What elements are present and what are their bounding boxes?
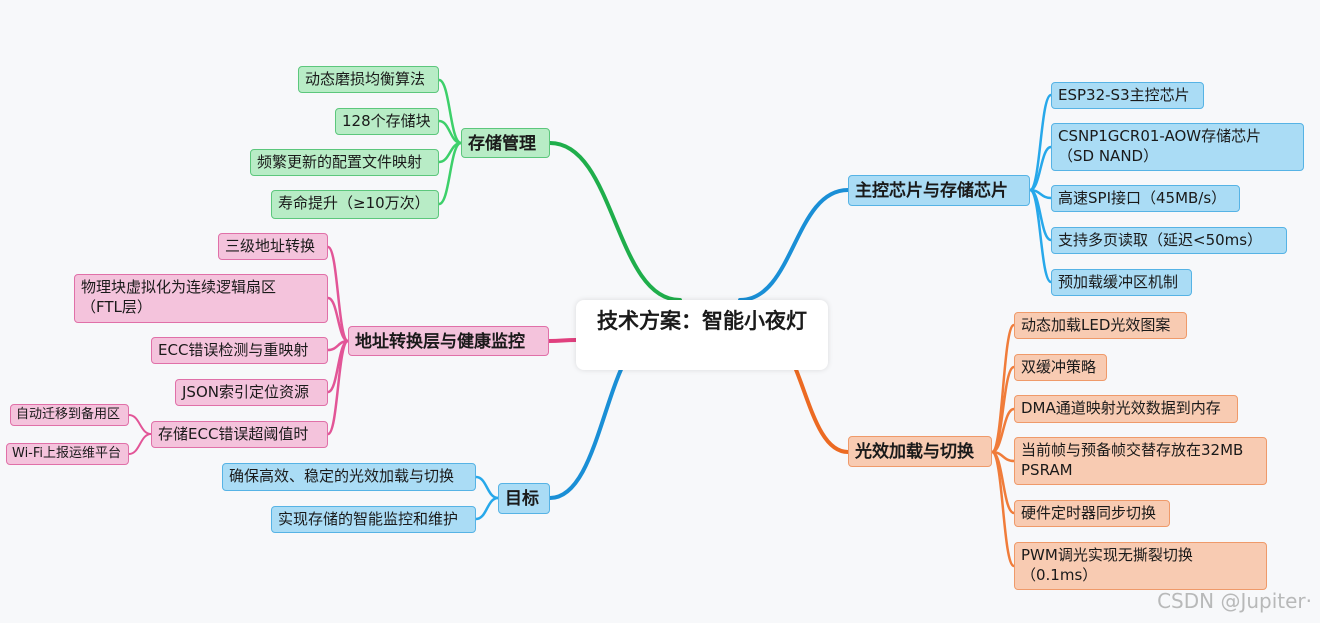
link-chip-1 xyxy=(1028,93,1053,192)
branch-address[interactable]: 地址转换层与健康监控 xyxy=(348,326,549,356)
link-root-storage xyxy=(548,141,682,302)
watermark: CSDN @Jupiter· xyxy=(1157,589,1312,613)
leaf-address-2[interactable]: 物理块虚拟化为连续逻辑扇区 （FTL层） xyxy=(74,274,328,323)
link-goal-2 xyxy=(474,496,500,521)
leaf-address-1[interactable]: 三级地址转换 xyxy=(218,233,328,260)
link-address-sub-2 xyxy=(128,433,152,455)
link-chip-5 xyxy=(1028,188,1053,284)
leaf-effect-5[interactable]: 硬件定时器同步切换 xyxy=(1014,500,1170,527)
subleaf-address-2[interactable]: Wi-Fi上报运维平台 xyxy=(6,443,129,465)
link-chip-2 xyxy=(1028,145,1053,192)
leaf-storage-1[interactable]: 动态磨损均衡算法 xyxy=(298,66,439,93)
branch-chip[interactable]: 主控芯片与存储芯片 xyxy=(848,175,1030,206)
leaf-goal-2[interactable]: 实现存储的智能监控和维护 xyxy=(271,506,476,533)
link-address-1 xyxy=(326,245,350,343)
leaf-effect-1[interactable]: 动态加载LED光效图案 xyxy=(1014,312,1187,339)
leaf-effect-2[interactable]: 双缓冲策略 xyxy=(1014,354,1107,381)
leaf-chip-3[interactable]: 高速SPI接口（45MB/s） xyxy=(1051,185,1240,212)
link-root-address xyxy=(547,338,578,343)
leaf-chip-2[interactable]: CSNP1GCR01-AOW存储芯片 （SD NAND） xyxy=(1051,123,1304,171)
leaf-storage-4[interactable]: 寿命提升（≥10万次） xyxy=(271,190,439,219)
branch-goal[interactable]: 目标 xyxy=(498,483,550,514)
leaf-storage-2[interactable]: 128个存储块 xyxy=(335,108,439,135)
leaf-goal-1[interactable]: 确保高效、稳定的光效加载与切换 xyxy=(222,463,476,491)
leaf-chip-1[interactable]: ESP32-S3主控芯片 xyxy=(1051,82,1204,109)
link-effect-3 xyxy=(990,407,1016,454)
leaf-effect-4[interactable]: 当前帧与预备帧交替存放在32MB PSRAM xyxy=(1014,437,1267,485)
root-node[interactable]: 技术方案：智能小夜灯 xyxy=(576,300,828,370)
link-effect-6 xyxy=(990,450,1016,568)
link-address-2 xyxy=(326,296,350,343)
branch-effect[interactable]: 光效加载与切换 xyxy=(848,436,992,467)
branch-storage[interactable]: 存储管理 xyxy=(461,128,550,158)
leaf-address-5[interactable]: 存储ECC错误超阈值时 xyxy=(151,421,328,448)
link-address-5 xyxy=(326,339,350,436)
leaf-effect-3[interactable]: DMA通道映射光效数据到内存 xyxy=(1014,395,1238,423)
subleaf-address-1[interactable]: 自动迁移到备用区 xyxy=(10,404,129,426)
leaf-chip-4[interactable]: 支持多页读取（延迟<50ms） xyxy=(1051,227,1287,254)
leaf-address-4[interactable]: JSON索引定位资源 xyxy=(175,379,328,406)
leaf-chip-5[interactable]: 预加载缓冲区机制 xyxy=(1051,269,1192,296)
link-root-chip xyxy=(738,188,850,302)
leaf-address-3[interactable]: ECC错误检测与重映射 xyxy=(151,337,328,364)
link-goal-1 xyxy=(474,475,500,500)
leaf-effect-6[interactable]: PWM调光实现无撕裂切换 （0.1ms） xyxy=(1014,542,1267,590)
link-address-sub-1 xyxy=(128,414,152,435)
link-storage-4 xyxy=(437,141,463,206)
leaf-storage-3[interactable]: 频繁更新的配置文件映射 xyxy=(250,149,439,176)
